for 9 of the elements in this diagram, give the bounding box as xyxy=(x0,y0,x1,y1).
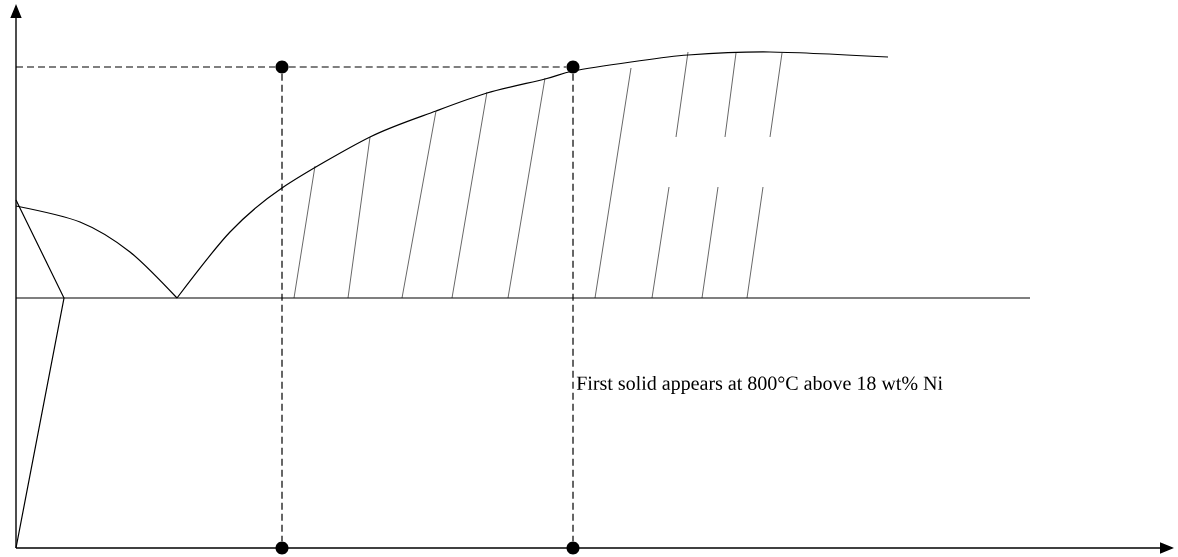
data-point xyxy=(275,60,289,74)
data-point xyxy=(275,541,289,555)
dashed-line xyxy=(572,73,574,542)
dashed-line xyxy=(288,66,567,68)
dashed-line xyxy=(15,66,276,68)
data-point xyxy=(566,541,580,555)
annotation-text: First solid appears at 800°C above 18 wt% Ni xyxy=(576,375,943,395)
data-point xyxy=(566,60,580,74)
dashed-line xyxy=(281,73,283,542)
